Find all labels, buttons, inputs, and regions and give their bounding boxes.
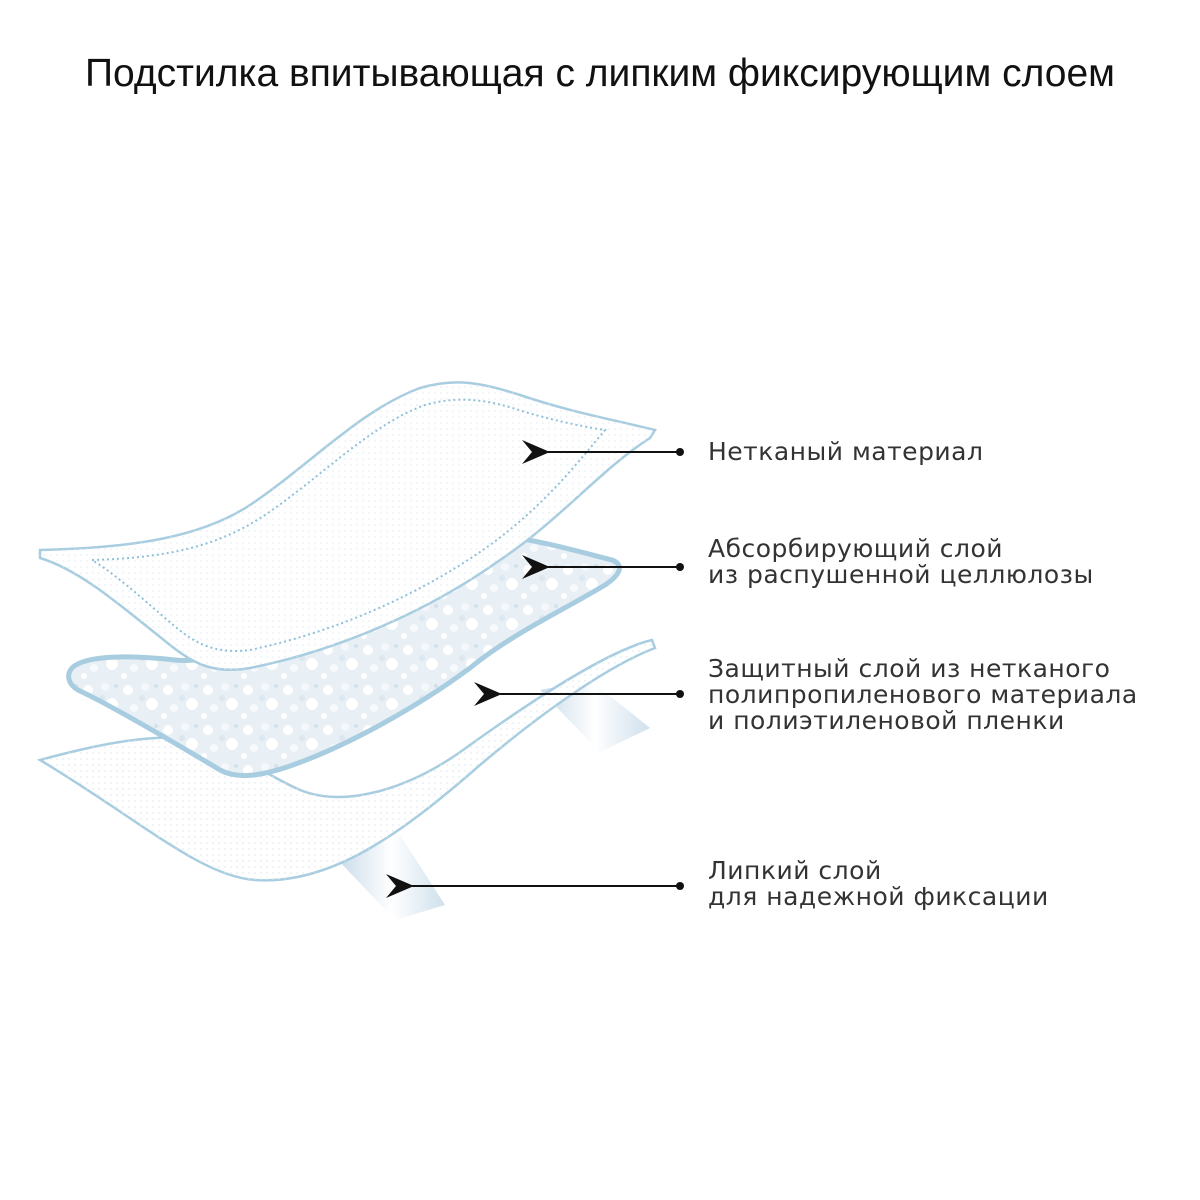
diagram-title: Подстилка впитывающая с липким фиксирующ… [85,52,1115,95]
label-line: Нетканый материал [708,437,984,466]
pointer-dots [676,448,684,890]
label-line: полипропиленового материала [708,680,1138,709]
label-line: Абсорбирующий слой [708,534,1004,563]
label-protective: Защитный слой из нетканого полипропилено… [708,656,1138,734]
label-adhesive: Липкий слой для надежной фиксации [708,858,1049,910]
label-absorbent: Абсорбирующий слой из распушенной целлюл… [708,536,1094,588]
label-line: Защитный слой из нетканого [708,654,1111,683]
label-line: для надежной фиксации [708,882,1049,911]
pointer-arrows [386,440,680,898]
label-line: из распушенной целлюлозы [708,560,1094,589]
sheet-seam [88,398,607,652]
label-line: и полиэтиленовой пленки [708,706,1065,735]
label-line: Липкий слой [708,856,882,885]
label-nonwoven: Нетканый материал [708,439,983,465]
